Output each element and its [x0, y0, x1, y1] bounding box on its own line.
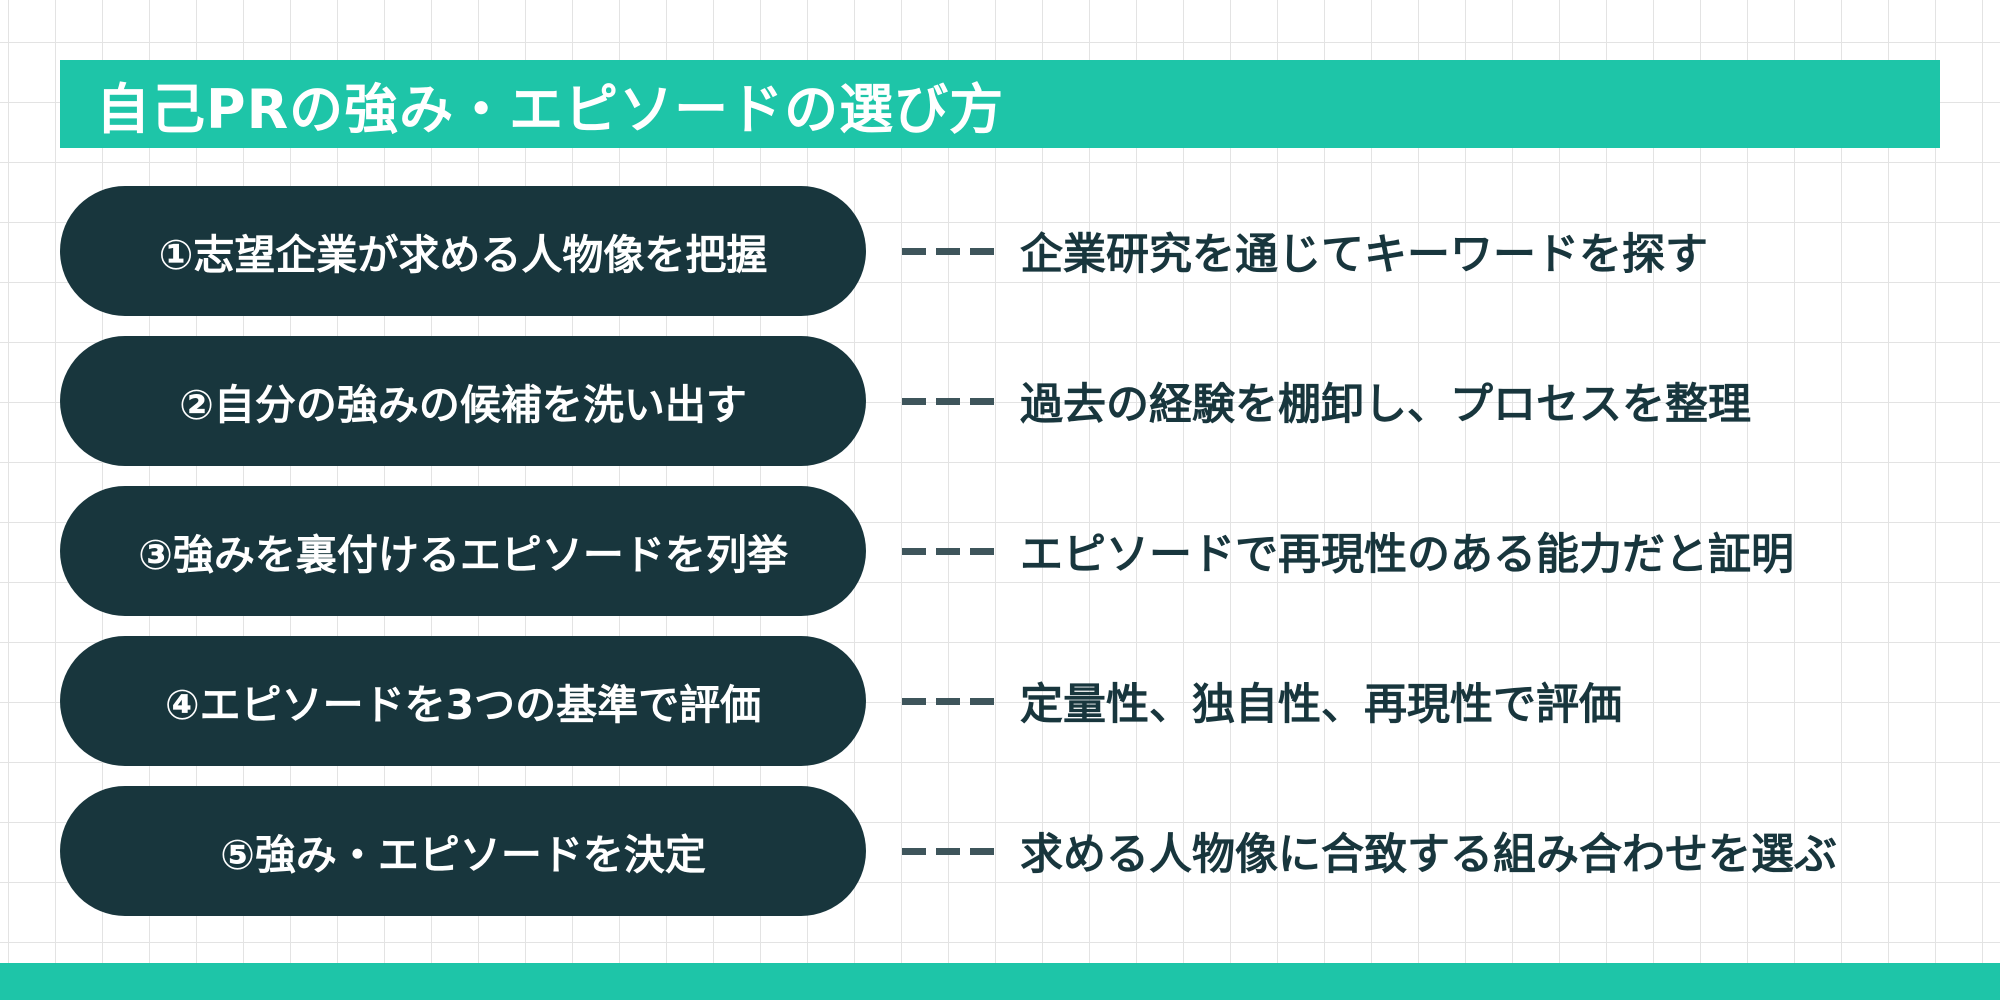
dashed-connector: [902, 398, 994, 405]
step-pill-4: ④エピソードを3つの基準で評価: [60, 636, 866, 766]
step-pill-2: ②自分の強みの候補を洗い出す: [60, 336, 866, 466]
dash: [970, 548, 994, 555]
step-row-4: ④エピソードを3つの基準で評価 定量性、独自性、再現性で評価: [60, 636, 1960, 766]
dash: [970, 848, 994, 855]
step-row-5: ⑤強み・エピソードを決定 求める人物像に合致する組み合わせを選ぶ: [60, 786, 1960, 916]
dashed-connector: [902, 848, 994, 855]
dash: [902, 248, 926, 255]
step-label: ⑤強み・エピソードを決定: [220, 831, 706, 879]
step-row-3: ③強みを裏付けるエピソードを列挙 エピソードで再現性のある能力だと証明: [60, 486, 1960, 616]
dash: [936, 248, 960, 255]
dash: [970, 398, 994, 405]
dash: [902, 698, 926, 705]
step-label: ①志望企業が求める人物像を把握: [158, 231, 768, 279]
dashed-connector: [902, 548, 994, 555]
dash: [970, 698, 994, 705]
step-pill-3: ③強みを裏付けるエピソードを列挙: [60, 486, 866, 616]
dash: [902, 398, 926, 405]
dash: [970, 248, 994, 255]
step-description: 企業研究を通じてキーワードを探す: [1020, 230, 1708, 280]
step-row-2: ②自分の強みの候補を洗い出す 過去の経験を棚卸し、プロセスを整理: [60, 336, 1960, 466]
dash: [936, 698, 960, 705]
step-description: エピソードで再現性のある能力だと証明: [1020, 530, 1794, 580]
page-title: 自己PRの強み・エピソードの選び方: [96, 77, 1005, 141]
step-description: 定量性、独自性、再現性で評価: [1020, 680, 1622, 730]
dash: [936, 548, 960, 555]
dashed-connector: [902, 698, 994, 705]
dash: [902, 548, 926, 555]
step-label: ②自分の強みの候補を洗い出す: [179, 381, 747, 429]
step-label: ③強みを裏付けるエピソードを列挙: [138, 531, 788, 579]
step-description: 求める人物像に合致する組み合わせを選ぶ: [1020, 830, 1837, 880]
dash: [936, 848, 960, 855]
step-label: ④エピソードを3つの基準で評価: [164, 681, 762, 729]
step-description: 過去の経験を棚卸し、プロセスを整理: [1020, 380, 1751, 430]
step-row-1: ①志望企業が求める人物像を把握 企業研究を通じてキーワードを探す: [60, 186, 1960, 316]
step-pill-5: ⑤強み・エピソードを決定: [60, 786, 866, 916]
bottom-accent-bar: [0, 963, 2000, 1000]
dashed-connector: [902, 248, 994, 255]
dash: [936, 398, 960, 405]
step-pill-1: ①志望企業が求める人物像を把握: [60, 186, 866, 316]
title-banner: 自己PRの強み・エピソードの選び方: [60, 60, 1940, 148]
dash: [902, 848, 926, 855]
